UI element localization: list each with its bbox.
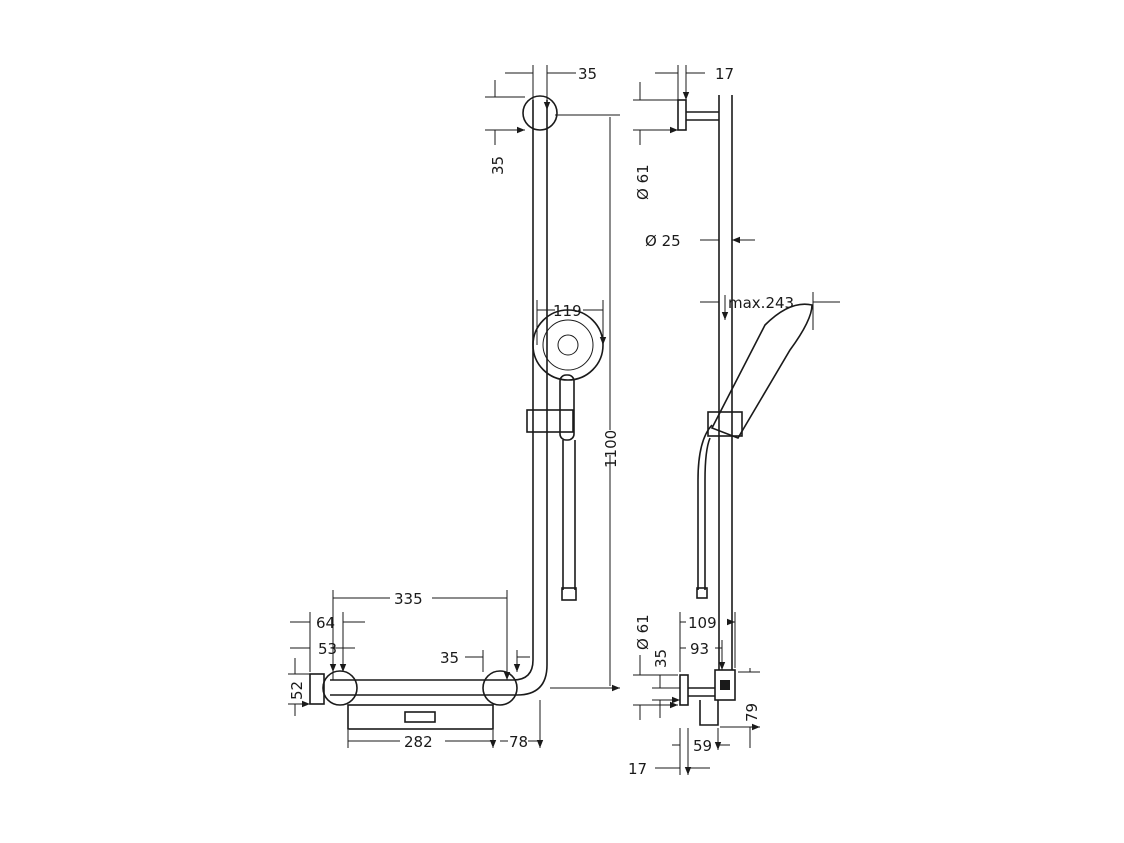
- side-view: 17 Ø 61 Ø 25 max.243 109 93 Ø 61 35 79 5…: [628, 65, 840, 778]
- shelf: [347, 704, 494, 730]
- left-bracket: [322, 670, 358, 706]
- dim-corner-35: 35: [440, 649, 459, 667]
- dim-rail-diameter: Ø 25: [645, 232, 681, 250]
- dim-109: 109: [688, 614, 717, 632]
- hand-shower-handle: [559, 374, 575, 441]
- clamp-screw: [720, 680, 730, 690]
- dim-grab-bar-length: 335: [394, 590, 423, 608]
- head-center: [557, 334, 579, 356]
- side-slider: [707, 411, 743, 437]
- dim-head-diameter: 119: [553, 302, 582, 320]
- bottom-bracket: [688, 687, 719, 726]
- dim-64: 64: [316, 614, 335, 632]
- dim-top-bracket-height: 35: [489, 156, 507, 175]
- head-spray-ring: [542, 319, 594, 371]
- corner-bracket: [482, 670, 518, 706]
- dim-bottom-flange-diameter: Ø 61: [634, 614, 652, 650]
- dim-53: 53: [318, 640, 337, 658]
- dim-78: 78: [509, 733, 528, 751]
- dim-59: 59: [693, 737, 712, 755]
- dim-top-flange-diameter: Ø 61: [634, 164, 652, 200]
- top-arm: [686, 111, 719, 121]
- dim-17-top: 17: [715, 65, 734, 83]
- top-bracket: [522, 95, 558, 131]
- dim-282: 282: [404, 733, 433, 751]
- dim-rail-length: 1100: [602, 430, 620, 468]
- shelf-detail: [404, 711, 436, 723]
- side-rail: [718, 95, 733, 670]
- dim-max-243: max.243: [728, 294, 794, 312]
- dim-93: 93: [690, 640, 709, 658]
- hose-end: [561, 587, 577, 601]
- hose: [562, 440, 576, 590]
- side-hand-shower: [710, 303, 813, 439]
- bottom-flange: [679, 674, 689, 706]
- dim-52: 52: [288, 681, 306, 700]
- dim-79: 79: [743, 703, 761, 722]
- dim-35-bottom: 35: [652, 649, 670, 668]
- side-hose-end: [696, 587, 708, 599]
- front-view: 35 35 1100 119 335 64 53 52 35 282 78: [288, 65, 620, 751]
- side-hose: [697, 424, 713, 590]
- dim-top-bracket-width: 35: [578, 65, 597, 83]
- dim-17-bottom: 17: [628, 760, 647, 778]
- wall-plate: [309, 673, 325, 705]
- rail: [330, 100, 548, 696]
- slider: [526, 409, 574, 433]
- top-flange: [677, 99, 687, 131]
